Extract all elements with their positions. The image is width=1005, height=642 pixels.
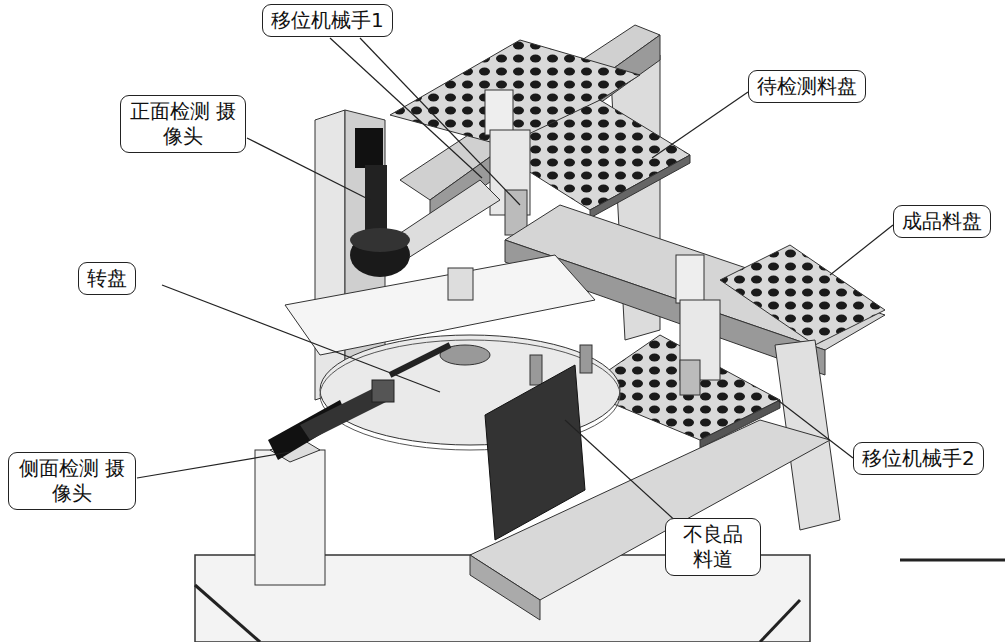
- callout-text: 成品料盘: [902, 209, 982, 234]
- callout-box: 待检测料盘: [748, 70, 866, 103]
- leader-lines: [137, 38, 893, 525]
- callout-text: 转盘: [87, 266, 127, 291]
- callout-box: 侧面检测 摄像头: [8, 452, 136, 510]
- callout-text: 移位机械手2: [862, 446, 975, 471]
- callout-box: 转盘: [78, 262, 136, 295]
- callout-text: 移位机械手1: [271, 8, 384, 33]
- callout-box: 成品料盘: [893, 205, 991, 238]
- callout-text: 正面检测 摄像头: [129, 99, 237, 149]
- callout-text: 待检测料盘: [757, 74, 857, 99]
- callout-box: 移位机械手2: [853, 442, 984, 475]
- callout-box: 移位机械手1: [262, 4, 393, 37]
- callout-text: 侧面检测 摄像头: [17, 456, 127, 506]
- callout-text: 不良品 料道: [674, 522, 752, 572]
- callout-box: 不良品 料道: [665, 518, 761, 576]
- callout-box: 正面检测 摄像头: [120, 95, 246, 153]
